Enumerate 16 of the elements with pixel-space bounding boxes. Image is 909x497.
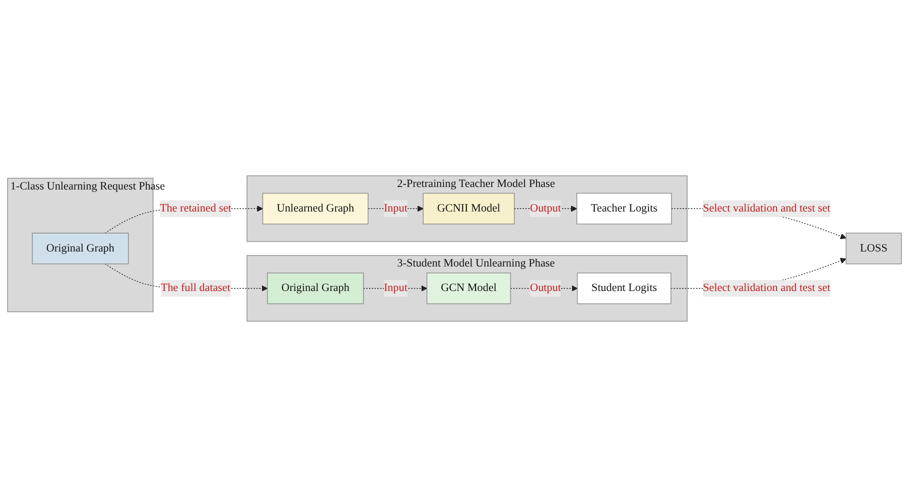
edge-label: Input bbox=[384, 202, 408, 214]
node-box: Original Graph bbox=[32, 232, 129, 264]
node-box: Original Graph bbox=[267, 272, 364, 304]
node-box: Student Logits bbox=[577, 272, 672, 304]
edge-label: Select validation and test set bbox=[702, 202, 830, 214]
node-box: Teacher Logits bbox=[576, 192, 672, 224]
edge-label: Output bbox=[530, 202, 562, 214]
node-box: GCNII Model bbox=[422, 192, 515, 224]
edge-label: Input bbox=[384, 282, 408, 294]
node-box: GCN Model bbox=[426, 272, 511, 304]
edge-label: Select validation and test set bbox=[702, 282, 830, 294]
edge-label: The retained set bbox=[160, 202, 232, 214]
edge-label: The full dataset bbox=[160, 282, 230, 294]
node-box: Unlearned Graph bbox=[262, 192, 368, 224]
edge-label: Output bbox=[530, 282, 562, 294]
node-box: LOSS bbox=[846, 232, 902, 264]
